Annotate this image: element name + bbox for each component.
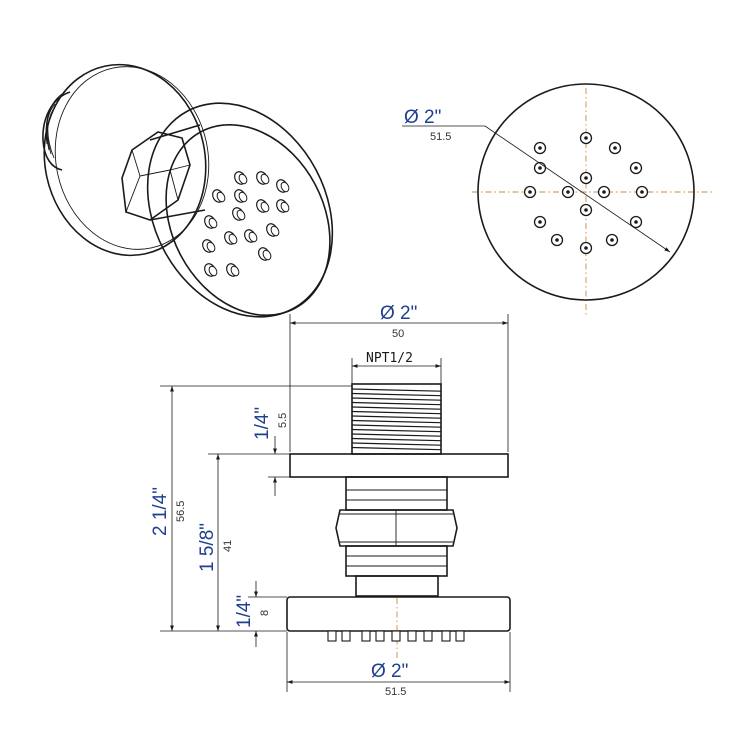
iso-nozzle-rim [208, 265, 218, 277]
iso-flange [43, 63, 210, 257]
nozzle-hole [538, 146, 542, 150]
thread-length-label: 1/4" [252, 407, 273, 440]
thread-crest [351, 419, 442, 424]
head-height-label: 1/4" [234, 595, 255, 628]
body-height-label: 1 5/8" [197, 523, 218, 572]
nozzle-hole [584, 136, 588, 140]
side-nozzle [441, 630, 451, 642]
thread-crest [351, 397, 442, 401]
iso-nozzles [202, 171, 290, 277]
head-height-metric: 8 [259, 610, 271, 616]
face-circle [477, 83, 695, 301]
iso-nozzle-rim [260, 201, 270, 213]
side-body [335, 476, 458, 597]
iso-spray-head [146, 102, 334, 318]
nozzle-hole [610, 238, 614, 242]
side-nozzle [455, 630, 465, 642]
thread-crest [351, 442, 442, 446]
side-hex-nut [335, 509, 458, 547]
side-nozzle [391, 630, 401, 642]
thread-crest [351, 446, 442, 451]
overall-height-metric: 56.5 [175, 501, 187, 522]
iso-nozzle-rim [270, 225, 280, 237]
thread-crest [351, 424, 442, 428]
side-head-plate [286, 596, 511, 632]
thread-crest [351, 388, 442, 392]
iso-nozzle-rim [206, 241, 216, 253]
iso-nozzle-rim [248, 231, 258, 243]
iso-nozzle-rim [208, 217, 218, 229]
flange-diameter-label: Ø 2" [380, 303, 417, 324]
nozzle-hole [602, 190, 606, 194]
side-nozzles [327, 630, 465, 642]
side-nozzle [361, 630, 371, 642]
iso-nozzle-rim [238, 191, 248, 203]
side-view: Ø 2" 50 NPT1/2 [150, 303, 511, 698]
side-flange-plate [289, 453, 509, 478]
thread-crest [351, 401, 442, 406]
front-diameter-label: Ø 2" [404, 107, 441, 128]
side-thread [351, 383, 442, 455]
side-nozzle [327, 630, 337, 642]
thread-length-metric: 5.5 [277, 413, 289, 428]
iso-nozzle-rim [230, 265, 240, 277]
nozzle-hole [528, 190, 532, 194]
iso-nozzle-rim [260, 173, 270, 185]
thread-crest [351, 410, 442, 415]
nozzle-hole [566, 190, 570, 194]
front-diameter-metric: 51.5 [430, 131, 451, 143]
iso-nozzle-rim [216, 191, 226, 203]
nozzle-hole [640, 190, 644, 194]
isometric-view [42, 63, 334, 318]
head-diameter-metric: 51.5 [385, 686, 406, 698]
thread-crest [351, 406, 442, 410]
iso-hex-nut [121, 124, 206, 221]
iso-nozzle-rim [228, 233, 238, 245]
nozzle-hole [584, 176, 588, 180]
head-diameter-label: Ø 2" [371, 661, 408, 682]
iso-nozzle-rim [236, 209, 246, 221]
thread-label: NPT1/2 [366, 351, 413, 366]
thread-crest [351, 392, 442, 397]
iso-nozzle-rim [238, 173, 248, 185]
iso-nozzle-rim [280, 201, 290, 213]
side-nozzle [375, 630, 385, 642]
side-nozzle [423, 630, 433, 642]
nozzle-hole [634, 166, 638, 170]
nozzle-hole [584, 246, 588, 250]
thread-crest [351, 437, 442, 442]
side-nozzle [407, 630, 417, 642]
body-height-metric: 41 [222, 540, 234, 552]
nozzle-hole [613, 146, 617, 150]
nozzle-hole [538, 220, 542, 224]
overall-height-label: 2 1/4" [150, 487, 171, 536]
diameter-dimension-line [484, 125, 671, 253]
thread-crest [351, 428, 442, 433]
side-nozzle [341, 630, 351, 642]
iso-nozzle-rim [280, 181, 290, 193]
flange-diameter-metric: 50 [392, 328, 404, 340]
nozzle-hole [555, 238, 559, 242]
nozzle-hole [538, 166, 542, 170]
nozzle-hole [584, 208, 588, 212]
nozzle-hole [634, 220, 638, 224]
front-nozzles [523, 131, 649, 255]
thread-crest [351, 415, 442, 419]
thread-crest [351, 433, 442, 437]
iso-nozzle-rim [262, 249, 272, 261]
front-view: Ø 2" 51.5 [402, 83, 712, 316]
